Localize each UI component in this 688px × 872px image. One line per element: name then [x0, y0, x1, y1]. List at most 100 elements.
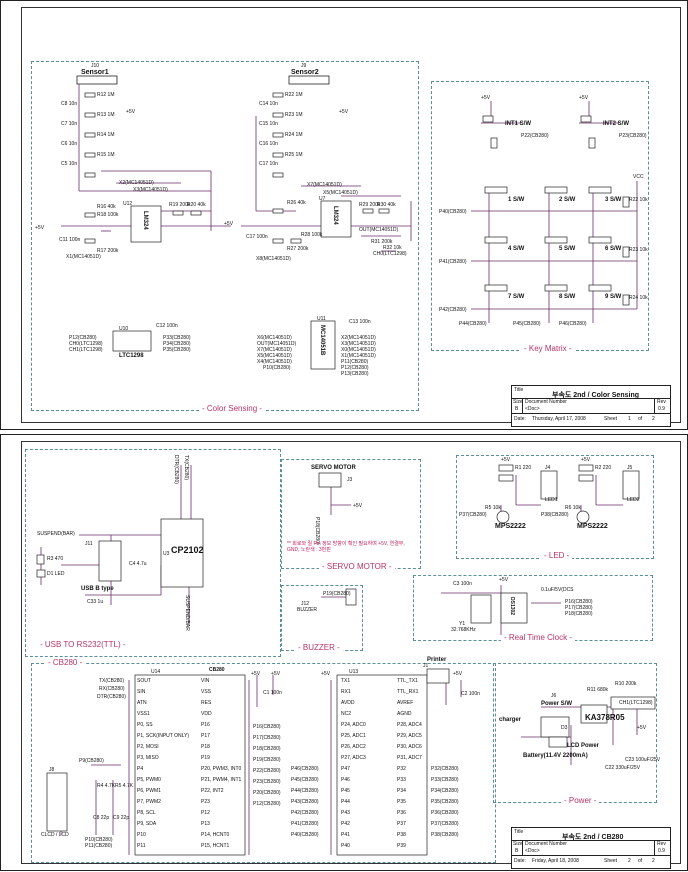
docnum-label: Document Number — [525, 399, 567, 405]
net-label: P12(CB280) — [253, 801, 281, 807]
of-label: of — [638, 858, 643, 864]
resistor-r2: R2 220 — [595, 465, 612, 471]
pin-label: TTL_RX1 — [397, 689, 419, 695]
net-rx: RX(CB280) — [99, 686, 125, 692]
pin-label: P1, SCK(INPUT ONLY) — [137, 733, 190, 739]
net-rtc-2: P18(CB280) — [565, 611, 593, 617]
net-label: P42(CB280) — [291, 810, 319, 816]
net-p23: P23(CB280) — [619, 133, 647, 139]
date-value: Thursday, April 17, 2008 — [532, 416, 586, 422]
net-ltc-right-0: P33(CB280) — [163, 335, 191, 341]
pin-label: TTL_TX1 — [397, 678, 418, 684]
net-mc-left-1: OUT(MC14051D) — [257, 341, 297, 347]
resistor-base-b: R6 10k — [565, 505, 581, 511]
net-mc-left-5: P10(CB280) — [263, 365, 291, 371]
switch-1: 1 S/W — [508, 197, 525, 203]
resistor-r3: R3 470 — [47, 556, 64, 562]
ic-ref-u11: U11 — [317, 316, 326, 322]
size-value: B — [515, 848, 519, 854]
net-label: P20(CB280) — [253, 790, 281, 796]
cap-c2: C2 100n — [461, 691, 480, 697]
switch-int1: INT1 S/W — [505, 121, 532, 127]
block-title-color-sensing: - Color Sensing - — [199, 404, 266, 413]
cap-c11: C11 100n — [59, 237, 81, 243]
mid-5v: +5V — [224, 221, 234, 227]
connector-ref-j3: J3 — [347, 477, 353, 483]
led-5v-b: +5V — [581, 457, 591, 463]
title-block-sheet1: Title 부속도 2nd / Color Sensing Size B Doc… — [511, 385, 671, 427]
power-switch: Power S/W — [541, 701, 573, 707]
cap-c8-xtal: C8 22p — [93, 815, 110, 821]
net-ltc-right-2: P35(CB280) — [163, 347, 191, 353]
resistor-base-a: R5 10k — [485, 505, 501, 511]
net-p9: P9(CB280) — [79, 758, 104, 764]
usb-b-connector: USB B type — [81, 586, 114, 592]
net-p37: P37(CB280) — [459, 512, 487, 518]
servo-title: SERVO MOTOR — [311, 465, 356, 471]
net-label: P23(CB280) — [253, 779, 281, 785]
net-mc-right-1: X3(MC14051D) — [341, 341, 376, 347]
key-pullup-0: R22 10k — [629, 197, 648, 203]
net-suspend: SUSPEND(BAR) — [37, 531, 75, 537]
led-5v-a: +5V — [501, 457, 511, 463]
cap-c8: C8 10n — [61, 101, 78, 107]
cap-c1: C1 100n — [263, 690, 282, 696]
resistor-r28: R28 100k — [301, 232, 323, 238]
sheet-value: 2 — [628, 858, 631, 864]
ic-ref-u7: U7 — [319, 196, 326, 202]
battery-label: Battery(11.4V 2200mA) — [523, 753, 588, 759]
switch-8: 8 S/W — [559, 294, 576, 300]
pin-label: P35 — [397, 799, 406, 805]
resistor-r23: R23 1M — [285, 112, 303, 118]
connector-ref-j8: J8 — [49, 767, 55, 773]
cap-c4: C4 4.7u — [129, 561, 147, 567]
cap-c6: C6 10n — [61, 141, 78, 147]
net-dtr: DTR(CB280) — [97, 694, 126, 700]
pin-label: P5, PWM0 — [137, 777, 161, 783]
sheet-label: Sheet — [604, 858, 618, 864]
pin-label: P20, PWM3, INT0 — [201, 766, 242, 772]
net-x7: X7(MC14051D) — [307, 182, 342, 188]
net-label: P33(CB280) — [431, 777, 459, 783]
of-value: 2 — [652, 416, 655, 422]
pin-label: P34 — [397, 788, 406, 794]
sensor1-label: Sensor1 — [81, 69, 109, 76]
sensor2-label: Sensor2 — [291, 69, 319, 76]
rev-value: 0.9 — [658, 848, 665, 854]
color-sensing-wires — [61, 75, 638, 370]
led1-label: LED1 — [545, 497, 558, 503]
resistor-r5: R5 4.7K — [115, 783, 134, 789]
pin-label: P33 — [397, 777, 406, 783]
pin-label: P10 — [137, 832, 146, 838]
pin-label: P12 — [201, 810, 210, 816]
keys-5v-a: +5V — [481, 95, 491, 101]
cap-c14: C14 10n — [259, 101, 278, 107]
resistor-r15: R15 1M — [97, 152, 115, 158]
net-ltc-left-2: CH1(LTC1298) — [69, 347, 103, 353]
pin-label: P17 — [201, 733, 210, 739]
connector-ref-j5: J5 — [627, 465, 633, 471]
pin-label: P19 — [201, 755, 210, 761]
pin-label: TX1 — [341, 678, 351, 684]
ic-cp2102: CP2102 — [171, 545, 204, 555]
net-suspend-vertical: SUSPEND/BAR — [184, 595, 190, 631]
cap-c17b: C17 100n — [246, 234, 268, 240]
cap-c7: C7 10n — [61, 121, 78, 127]
pin-label: P26, ADC2 — [341, 744, 366, 750]
servo-note: ** 회로와 릴 Pin 정보 방향이 확인 필요하며 +5V, 연결부, GN… — [287, 541, 405, 553]
date-label: Date: — [514, 858, 526, 864]
net-x3: X3(MC14051D) — [133, 187, 168, 193]
pin-label: P3, MISO — [137, 755, 159, 761]
connector-ref-j11: J11 — [85, 541, 93, 547]
key-pullup-2: R24 10k — [629, 295, 648, 301]
pin-label: P43 — [341, 810, 350, 816]
usb-block — [25, 449, 281, 657]
block-title-power: - Power - — [561, 796, 600, 805]
net-label: P43(CB280) — [291, 799, 319, 805]
net-label: P40(CB280) — [291, 832, 319, 838]
servo-5v: +5V — [353, 503, 363, 509]
pin-label: P2, MOSI — [137, 744, 159, 750]
net-x2: X2(MC14051D) — [119, 180, 154, 186]
net-out: OUT(MC14051D) — [359, 227, 399, 233]
resistor-r25: R25 1M — [285, 152, 303, 158]
